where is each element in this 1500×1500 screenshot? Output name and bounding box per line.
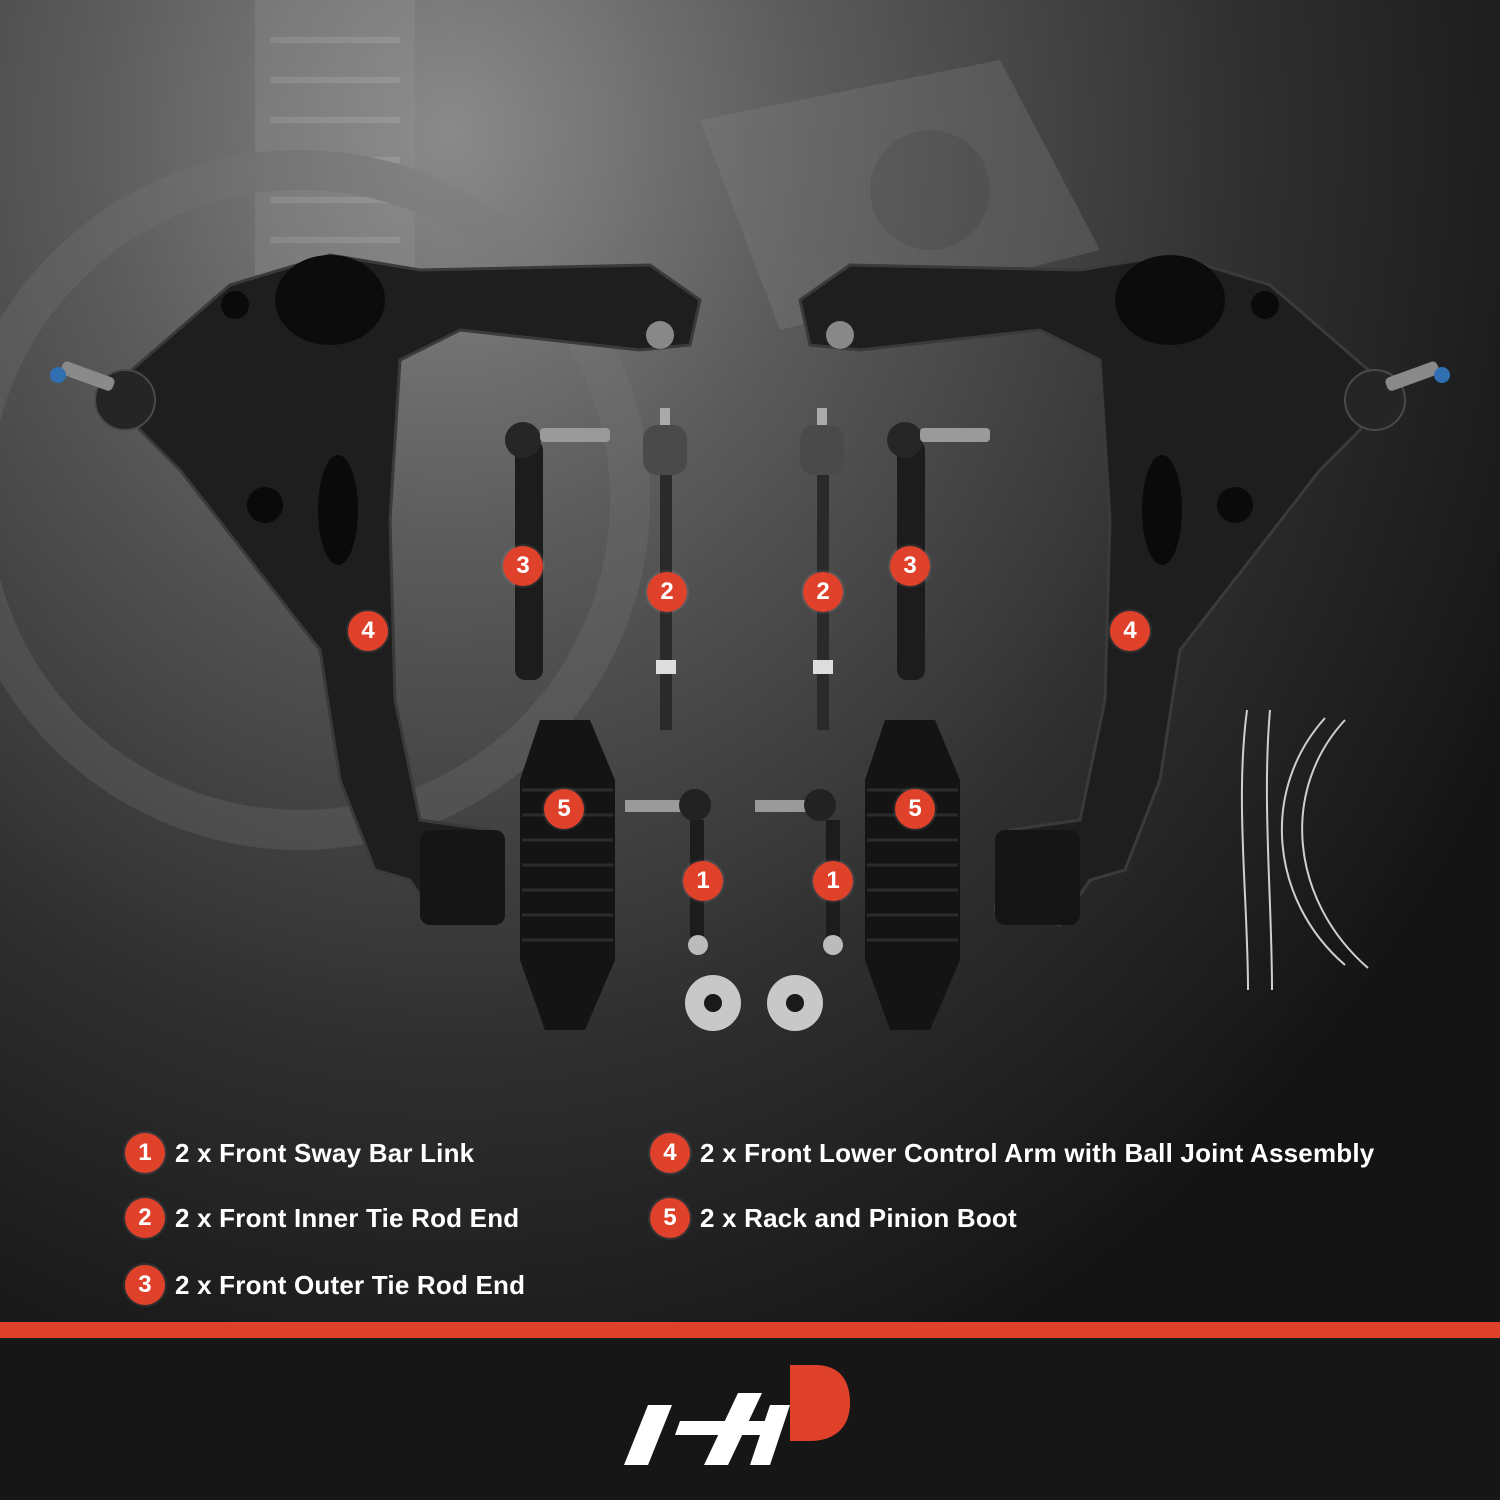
footer-band: [0, 1340, 1500, 1500]
rack-boot-right: [865, 720, 960, 1030]
inner-tie-rod-left: [643, 408, 687, 730]
legend-text: 2 x Front Sway Bar Link: [175, 1137, 475, 1168]
background-suspension-image: [0, 0, 1100, 850]
background-photo: [0, 0, 1500, 1330]
legend-item-1: 1 2 x Front Sway Bar Link: [125, 1133, 474, 1173]
zip-ties: [1240, 709, 1369, 991]
callout-4-right: 4: [1110, 611, 1150, 651]
legend-text: 2 x Front Inner Tie Rod End: [175, 1202, 520, 1233]
callout-5-right: 5: [895, 789, 935, 829]
legend-number: 4: [650, 1133, 690, 1173]
callout-3-right: 3: [890, 546, 930, 586]
legend-item-4: 4 2 x Front Lower Control Arm with Ball …: [650, 1133, 1374, 1173]
callout-2-left: 2: [647, 572, 687, 612]
callout-4-left: 4: [348, 611, 388, 651]
legend-number: 2: [125, 1198, 165, 1238]
legend-number: 5: [650, 1198, 690, 1238]
legend-text: 2 x Front Outer Tie Rod End: [175, 1269, 526, 1300]
legend-item-2: 2 2 x Front Inner Tie Rod End: [125, 1198, 519, 1238]
inner-tie-rod-right: [800, 408, 844, 730]
brand-logo: [624, 1365, 850, 1465]
rack-boot-left: [520, 720, 615, 1030]
callout-3-left: 3: [503, 546, 543, 586]
product-photo: [0, 0, 1450, 1031]
legend-text: 2 x Front Lower Control Arm with Ball Jo…: [700, 1137, 1375, 1168]
sway-bar-link-right: [755, 789, 843, 955]
accent-divider: [0, 1322, 1500, 1338]
legend-number: 1: [125, 1133, 165, 1173]
legend-item-5: 5 2 x Rack and Pinion Boot: [650, 1198, 1017, 1238]
right-control-arm: [798, 253, 1450, 927]
callout-1-right: 1: [813, 861, 853, 901]
callout-1-left: 1: [683, 861, 723, 901]
left-control-arm: [50, 253, 702, 927]
callout-5-left: 5: [544, 789, 584, 829]
legend-item-3: 3 2 x Front Outer Tie Rod End: [125, 1265, 525, 1305]
legend-text: 2 x Rack and Pinion Boot: [700, 1202, 1017, 1233]
callout-2-right: 2: [803, 572, 843, 612]
legend-number: 3: [125, 1265, 165, 1305]
